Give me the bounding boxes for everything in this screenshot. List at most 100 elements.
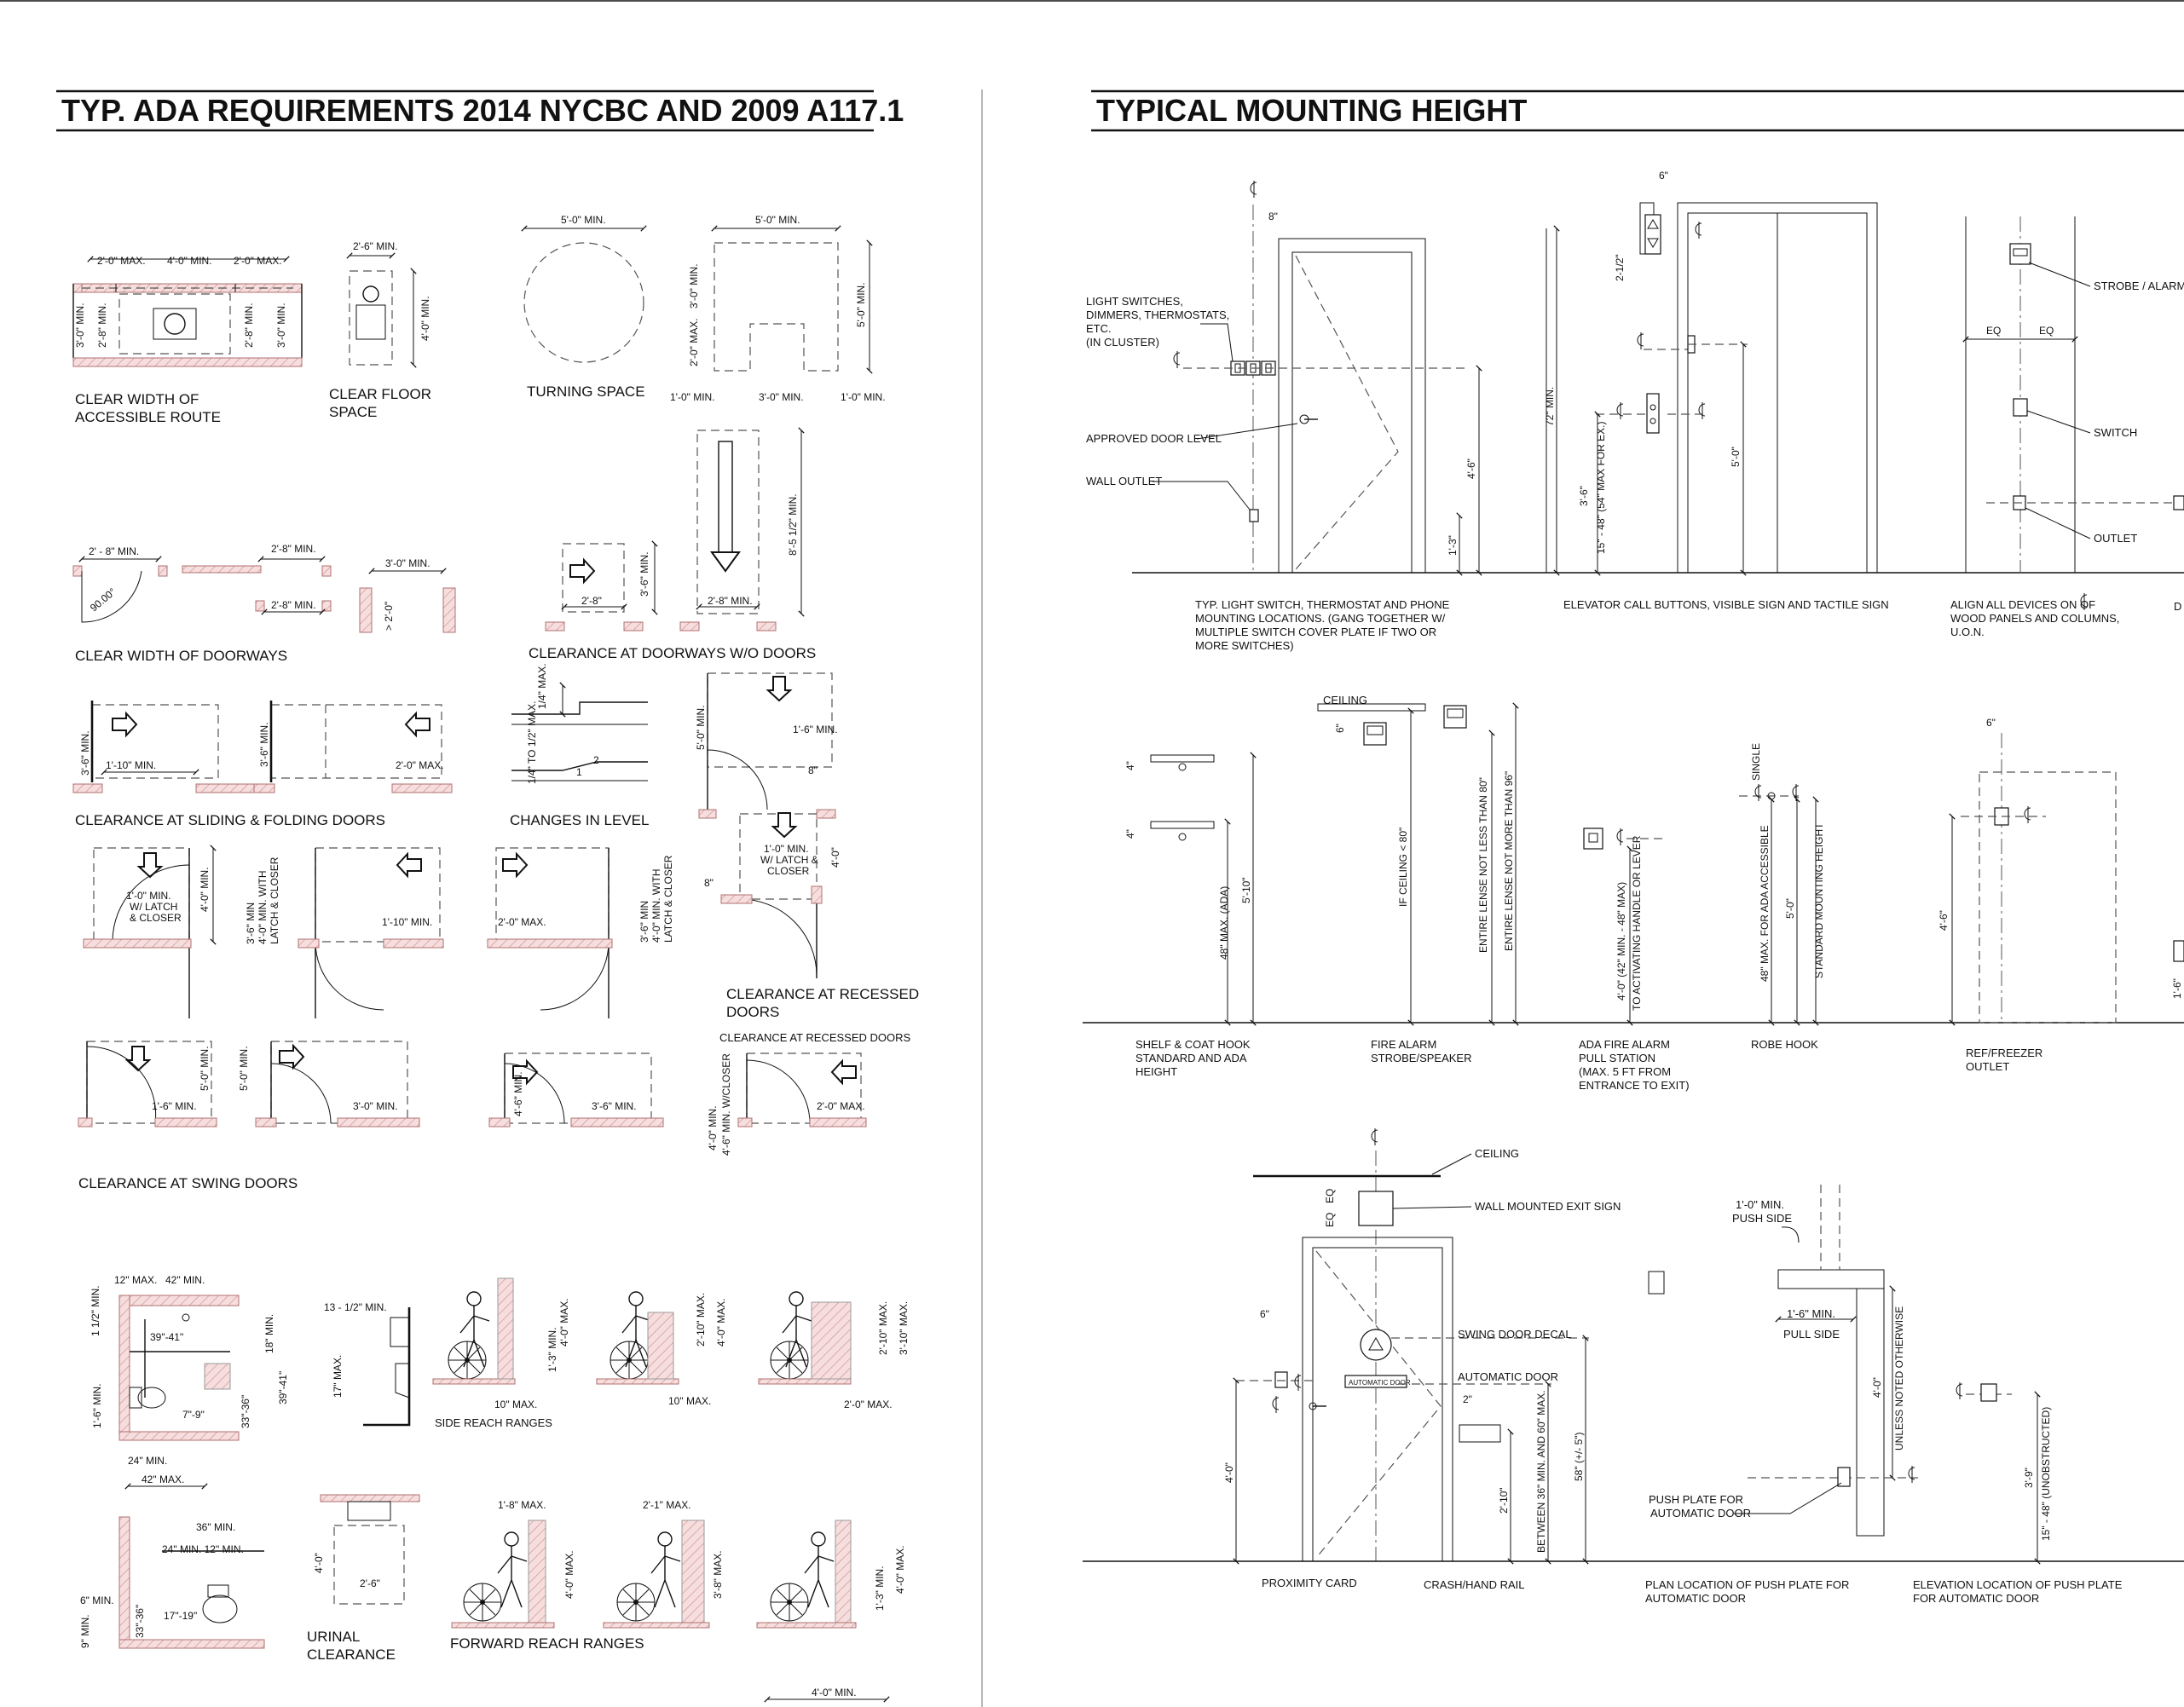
detail-light-switch: 8" LIGHT SWITCHES, DIMMERS, THERMOSTATS,…: [1086, 180, 1482, 652]
ad-label-box: AUTOMATIC DOOR: [1349, 1379, 1411, 1387]
detail-side-reach: 4'-0" MAX. 1'-3" MIN. 10" MAX. 2'-10" MA…: [432, 1277, 910, 1429]
dim-2-8-min-a: 2'-8" MIN.: [96, 303, 108, 348]
dim-12-max: 12" MAX.: [114, 1274, 157, 1286]
dim-4-0-min-cfs: 4'-0" MIN.: [419, 296, 431, 341]
fr-1-3-min: 1'-3" MIN.: [874, 1566, 886, 1611]
push-side-2: PUSH SIDE: [1732, 1212, 1792, 1225]
shelf-3: HEIGHT: [1135, 1065, 1177, 1078]
ad-58: 58" (+/- 5"): [1573, 1432, 1585, 1481]
auto-door-label: AUTOMATIC DOOR: [1458, 1370, 1558, 1383]
caption-sliding: CLEARANCE AT SLIDING & FOLDING DOORS: [75, 812, 385, 828]
dim-2-0-min-s: 2'-0" MAX.: [396, 759, 444, 771]
dim-1-6-min-b: 1'-6" MIN.: [152, 1100, 197, 1112]
note3-1: ALIGN ALL DEVICES ON OF: [1950, 598, 2095, 611]
pull-side-1: 1'-6" MIN.: [1787, 1307, 1835, 1320]
dim-2-0-min-d: 2'-0" MAX.: [817, 1100, 865, 1112]
ls-label-1: LIGHT SWITCHES,: [1086, 295, 1183, 308]
pp-unless: UNLESS NOTED OTHERWISE: [1893, 1306, 1905, 1450]
dim-1-10-min-b: 1'-10" MIN.: [382, 916, 432, 928]
detail-changes-level: 1/4" MAX. 2 1 1/4" TO 1/2" MAX. CHANGES …: [510, 663, 649, 828]
ad-6in: 6": [1260, 1308, 1269, 1320]
robe-std: STANDARD MOUNTING HEIGHT: [1813, 822, 1825, 978]
el-2-half: 2-1/2": [1614, 254, 1626, 281]
dim-18-min: 18" MIN.: [263, 1314, 275, 1353]
detail-toilet-plan: 12" MAX. 42" MIN. 39"-41" 7"-9" 24" MIN.…: [90, 1274, 289, 1490]
ls-4-6: 4'-6": [1465, 458, 1477, 479]
dim-5-0-min-b: 5'-0" MIN.: [755, 214, 800, 226]
latch-d-1: 1'-0" MIN.: [764, 843, 809, 855]
caption-doorways: CLEAR WIDTH OF DOORWAYS: [75, 648, 287, 664]
dim-3-0-min-d: 3'-0" MIN.: [385, 557, 430, 569]
fa-lens-96: ENTIRE LENSE NOT MORE THAN 96": [1503, 771, 1515, 951]
fr-4-0-max-b: 4'-0" MAX.: [894, 1545, 906, 1594]
ad-4-0: 4'-0": [1223, 1462, 1235, 1483]
ls-1-3: 1'-3": [1447, 535, 1459, 556]
caption-recessed-small: CLEARANCE AT RECESSED DOORS: [719, 1031, 911, 1044]
crash-label: CRASH/HAND RAIL: [1424, 1578, 1524, 1591]
detail-ref-outlet: 6" 4'-6" REF/FREEZER OUTLET 1'-6": [1938, 717, 2184, 1073]
plan-loc-2: AUTOMATIC DOOR: [1645, 1592, 1746, 1605]
wall-outlet-label: WALL OUTLET: [1086, 475, 1162, 487]
mount-title-block: TYPICAL MOUNTING HEIGHT: [1091, 89, 2184, 132]
fr-3-8-max: 3'-8" MAX.: [712, 1550, 724, 1599]
detail-shelf-hook: 4" 4" 48" MAX. (ADA) 5'-10" SHELF & COAT…: [1124, 752, 1257, 1078]
dim-8-5-half: 8'-5 1/2" MIN.: [787, 493, 799, 556]
rec-4-6: 4'-6" MIN. W/CLOSER: [720, 1053, 732, 1156]
caption-urinal-2: CLEARANCE: [307, 1646, 396, 1663]
dim-4-0-min-b: 4'-0" MIN.: [199, 867, 211, 912]
detail-swing-row1: 1'-0" MIN. W/ LATCH & CLOSER 4'-0" MIN. …: [83, 812, 919, 1020]
ad-eq-b: EQ: [1324, 1213, 1336, 1227]
sr-2-0-max: 2'-0" MAX.: [844, 1398, 893, 1410]
fa-if-ceiling: IF CEILING < 80": [1397, 828, 1409, 907]
pull-4: ENTRANCE TO EXIT): [1579, 1079, 1690, 1092]
sr-10-max-b: 10" MAX.: [668, 1395, 711, 1407]
dim-42-max: 42" MAX.: [142, 1473, 184, 1485]
sr-4-0-max-b: 4'-0" MAX.: [715, 1298, 727, 1347]
caption-turning-space: TURNING SPACE: [527, 383, 645, 400]
dim-quarter-max: 1/4" MAX.: [536, 663, 548, 709]
dim-3-0-min-b: 3'-0" MIN.: [275, 303, 287, 348]
latch-b-2: 4'-0" MIN. WITH: [257, 870, 269, 944]
ad-2in: 2": [1463, 1393, 1472, 1405]
caption-doorways-wo-doors: CLEARANCE AT DOORWAYS W/O DOORS: [529, 645, 816, 661]
caption-recessed-2: DOORS: [726, 1004, 779, 1020]
note1-2: MOUNTING LOCATIONS. (GANG TOGETHER W/: [1195, 612, 1446, 625]
dim-1-half-min: 1 1/2" MIN.: [90, 1285, 101, 1336]
latch-b-3: LATCH & CLOSER: [269, 856, 280, 944]
ref-4-6: 4'-6": [1938, 910, 1950, 931]
dim-4-0-urinal: 4'-0": [313, 1553, 325, 1573]
dim-9-min: 9" MIN.: [79, 1614, 91, 1648]
pp-4-0: 4'-0": [1871, 1377, 1883, 1398]
el-5-0: 5'-0": [1730, 447, 1742, 467]
pull-1: ADA FIRE ALARM: [1579, 1038, 1670, 1051]
ps-to-handle: TO ACTIVATING HANDLE OR LEVER: [1631, 835, 1643, 1011]
ls-label-4: (IN CLUSTER): [1086, 336, 1159, 349]
latch-b-1: 3'-6" MIN: [245, 903, 257, 944]
detail-align-devices: STROBE / ALARM EQ EQ SWITCH OUTLET ALIGN…: [1950, 216, 2184, 638]
dim-two: 2: [593, 754, 599, 766]
detail-doorways: 90.00° 2' - 8" MIN. 2'-8" MIN. 2'-8" MIN…: [72, 543, 456, 664]
detail-auto-door: CEILING WALL MOUNTED EXIT SIGN EQ EQ AUT…: [1223, 1127, 1621, 1591]
dim-17-19: 17"-19": [164, 1610, 197, 1622]
swing-decal: SWING DOOR DECAL: [1458, 1328, 1572, 1341]
dim-2-0-min-c: 2'-0" MAX.: [498, 916, 546, 928]
sh-4in-b: 4": [1124, 829, 1136, 839]
note3-d: D: [2174, 600, 2181, 613]
ls-8in: 8": [1268, 210, 1278, 222]
dim-2-8-min-c: 2' - 8" MIN.: [89, 545, 139, 557]
pull-3: (MAX. 5 FT FROM: [1579, 1065, 1671, 1078]
robe-48: 48" MAX. FOR ADA ACCESSIBLE: [1759, 825, 1771, 982]
dim-4-0-min-a: 4'-0" MIN.: [167, 255, 212, 267]
note1-1: TYP. LIGHT SWITCH, THERMOSTAT AND PHONE: [1195, 598, 1450, 611]
dim-gt-2-0: > 2'-0": [383, 602, 395, 631]
fr-2-1-max: 2'-1" MAX.: [643, 1499, 691, 1511]
dim-2-0-max-a: 2'-0" MAX.: [97, 255, 146, 267]
ad-eq-a: EQ: [1324, 1189, 1336, 1203]
fire-2: STROBE/SPEAKER: [1371, 1052, 1471, 1064]
ref-6in: 6": [1986, 717, 1996, 729]
dim-1-6-min-a: 1'-6" MIN.: [793, 724, 838, 735]
dim-39-41-a: 39"-41": [150, 1331, 183, 1343]
sh-48-ada: 48" MAX. (ADA): [1218, 886, 1230, 960]
dim-5-0-min-a: 5'-0" MIN.: [561, 214, 606, 226]
ref-1: REF/FREEZER: [1966, 1047, 2042, 1059]
